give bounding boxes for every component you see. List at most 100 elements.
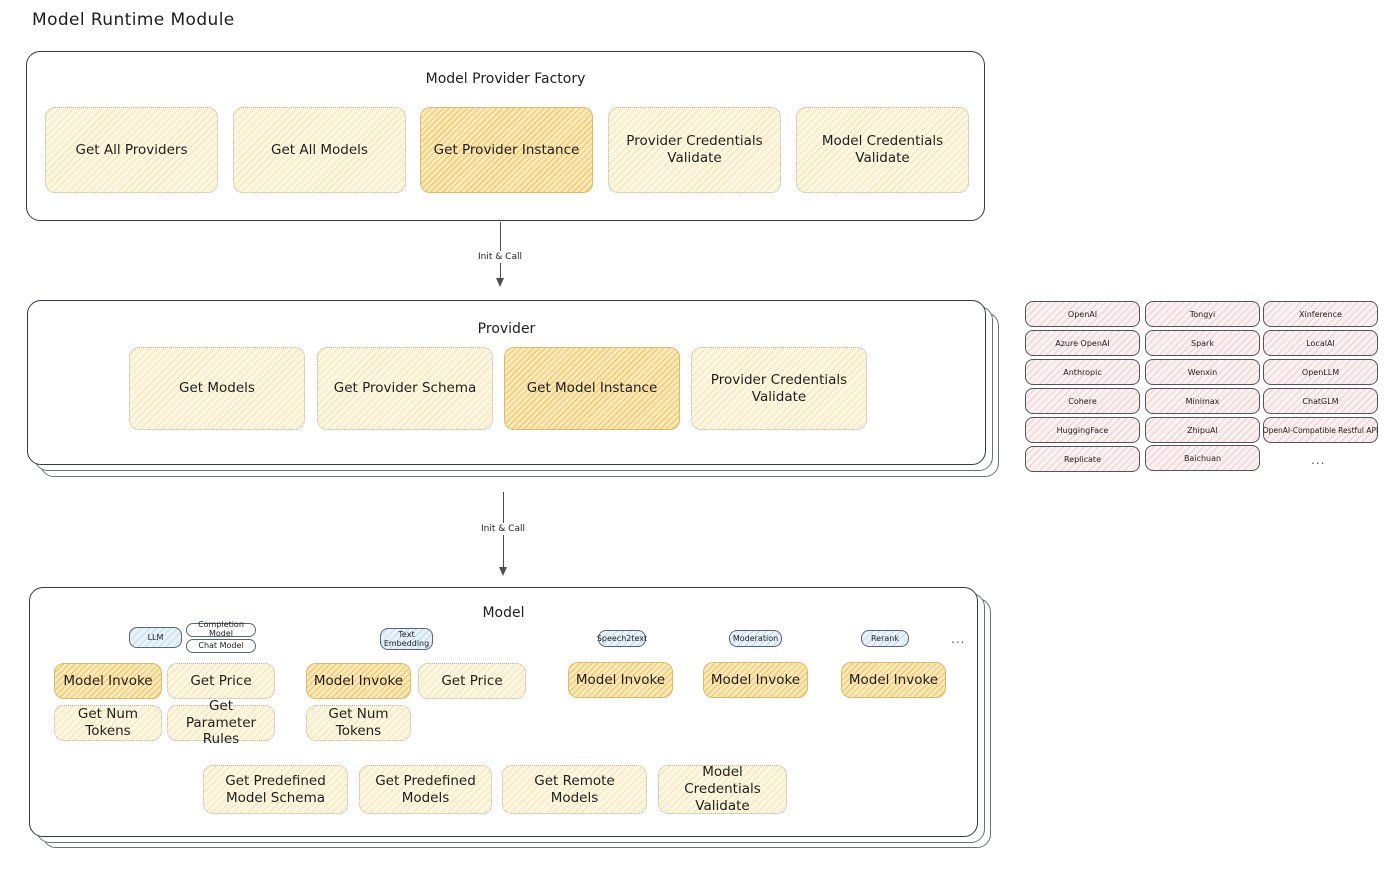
- factory-node-label: Get All Providers: [75, 141, 188, 158]
- model-type-label: LLM: [147, 632, 164, 642]
- model-title: Model: [482, 605, 525, 621]
- text-embedding-node-get-price[interactable]: Get Price: [418, 663, 526, 699]
- provider-node-label: Provider Credentials Validate: [710, 371, 848, 405]
- provider-chip-localai[interactable]: LocalAI: [1263, 330, 1378, 356]
- model-type-tag-completion-model[interactable]: Completion Model: [186, 620, 256, 638]
- model-node-model-credentials-validate[interactable]: Model Credentials Validate: [658, 764, 787, 814]
- rerank-node-model-invoke[interactable]: Model Invoke: [841, 662, 946, 698]
- arrow-provider-to-model-head: [498, 567, 507, 576]
- provider-chip-spark[interactable]: Spark: [1145, 330, 1260, 356]
- provider-chip-label: Azure OpenAI: [1055, 338, 1110, 348]
- provider-chip-openai-compatible-restful-api[interactable]: OpenAI-Compatible Restful API: [1263, 417, 1378, 443]
- model-type-tag-label: Completion Model: [198, 620, 244, 638]
- factory-node-get-all-providers[interactable]: Get All Providers: [45, 107, 218, 193]
- provider-chip-zhipuai[interactable]: ZhipuAI: [1145, 417, 1260, 443]
- provider-chip-label: Tongyi: [1189, 309, 1216, 319]
- text-embedding-node-get-num-tokens[interactable]: Get Num Tokens: [306, 705, 411, 741]
- provider-chip-xinference[interactable]: Xinference: [1263, 301, 1378, 327]
- provider-chip-label: Replicate: [1063, 454, 1101, 464]
- llm-node-get-price[interactable]: Get Price: [167, 663, 275, 699]
- provider-chip-label: OpenLLM: [1301, 367, 1340, 377]
- llm-node-get-num-tokens[interactable]: Get Num Tokens: [54, 705, 162, 741]
- moderation-node-label: Model Invoke: [710, 671, 801, 688]
- provider-chip-cohere[interactable]: Cohere: [1025, 388, 1140, 414]
- model-type-chip-moderation[interactable]: Moderation: [729, 630, 782, 647]
- model-node-label: Get Remote Models: [534, 772, 615, 806]
- model-node-get-predefined-models[interactable]: Get Predefined Models: [359, 765, 492, 814]
- provider-node-label: Get Models: [179, 380, 255, 397]
- provider-node-label: Get Model Instance: [526, 380, 658, 397]
- provider-title: Provider: [477, 321, 536, 337]
- llm-node-label: Get Parameter Rules: [185, 697, 257, 748]
- page-title: Model Runtime Module: [32, 10, 235, 30]
- model-provider-factory-title: Model Provider Factory: [425, 71, 586, 87]
- provider-chip-label: Spark: [1191, 338, 1214, 348]
- factory-node-label: Model Credentials Validate: [821, 133, 944, 166]
- arrow-provider-to-model-label: Init & Call: [477, 523, 529, 535]
- factory-node-get-all-models[interactable]: Get All Models: [233, 107, 406, 193]
- provider-chip-openllm[interactable]: OpenLLM: [1263, 359, 1378, 385]
- llm-node-label: Get Price: [190, 672, 252, 689]
- provider-chip-chatglm[interactable]: ChatGLM: [1263, 388, 1378, 414]
- speech2text-node-model-invoke[interactable]: Model Invoke: [568, 662, 673, 698]
- model-type-chip-text-embedding[interactable]: Text Embedding: [380, 628, 433, 650]
- provider-chip-label: HuggingFace: [1056, 425, 1109, 435]
- provider-chip-label: Anthropic: [1063, 367, 1102, 377]
- provider-chip-minimax[interactable]: Minimax: [1145, 388, 1260, 414]
- text-embedding-node-model-invoke[interactable]: Model Invoke: [306, 663, 411, 699]
- llm-node-label: Get Num Tokens: [77, 706, 139, 739]
- model-node-label: Model Credentials Validate: [684, 764, 761, 814]
- speech2text-node-label: Model Invoke: [575, 671, 666, 688]
- provider-chip-label: OpenAI-Compatible Restful API: [1262, 425, 1379, 435]
- provider-chip-label: OpenAI: [1067, 309, 1098, 319]
- model-type-label: Rerank: [870, 633, 899, 643]
- text-embedding-node-label: Get Num Tokens: [328, 706, 389, 739]
- model-type-chip-speech2text[interactable]: Speech2text: [597, 630, 647, 647]
- model-node-label: Get Predefined Models: [375, 772, 476, 806]
- factory-node-model-credentials-validate[interactable]: Model Credentials Validate: [796, 107, 969, 193]
- model-type-chip-rerank[interactable]: Rerank: [861, 630, 909, 647]
- model-node-get-remote-models[interactable]: Get Remote Models: [502, 765, 647, 814]
- provider-chip-azure-openai[interactable]: Azure OpenAI: [1025, 330, 1140, 356]
- model-type-tag-chat-model[interactable]: Chat Model: [186, 639, 256, 653]
- provider-chip-openai[interactable]: OpenAI: [1025, 301, 1140, 327]
- factory-node-label: Provider Credentials Validate: [626, 133, 763, 166]
- provider-chip-label: Minimax: [1185, 396, 1220, 406]
- factory-node-label: Get All Models: [271, 141, 368, 158]
- provider-chip-huggingface[interactable]: HuggingFace: [1025, 417, 1140, 443]
- provider-node-provider-credentials-validate[interactable]: Provider Credentials Validate: [691, 347, 867, 430]
- factory-node-get-provider-instance[interactable]: Get Provider Instance: [420, 107, 593, 193]
- model-type-chip-llm[interactable]: LLM: [129, 627, 182, 648]
- model-node-get-predefined-model-schema[interactable]: Get Predefined Model Schema: [203, 765, 348, 814]
- provider-node-get-model-instance[interactable]: Get Model Instance: [504, 347, 680, 430]
- model-node-label: Get Predefined Model Schema: [225, 772, 326, 806]
- provider-chip-wenxin[interactable]: Wenxin: [1145, 359, 1260, 385]
- model-types-more-ellipsis: ...: [951, 632, 966, 646]
- provider-node-get-provider-schema[interactable]: Get Provider Schema: [317, 347, 493, 430]
- arrow-factory-to-provider-head: [495, 278, 504, 287]
- provider-chip-label: Cohere: [1068, 396, 1097, 406]
- llm-node-model-invoke[interactable]: Model Invoke: [54, 663, 162, 699]
- model-type-label: Text Embedding: [383, 629, 430, 648]
- provider-chip-tongyi[interactable]: Tongyi: [1145, 301, 1260, 327]
- moderation-node-model-invoke[interactable]: Model Invoke: [703, 662, 808, 698]
- factory-node-label: Get Provider Instance: [433, 141, 580, 158]
- provider-chip-baichuan[interactable]: Baichuan: [1145, 445, 1260, 471]
- provider-chip-label: ZhipuAI: [1187, 425, 1218, 435]
- provider-node-get-models[interactable]: Get Models: [129, 347, 305, 430]
- text-embedding-node-label: Get Price: [441, 672, 503, 689]
- provider-chip-label: Wenxin: [1187, 367, 1218, 377]
- provider-chip-label: Xinference: [1299, 309, 1342, 319]
- provider-chip-anthropic[interactable]: Anthropic: [1025, 359, 1140, 385]
- provider-chip-replicate[interactable]: Replicate: [1025, 446, 1140, 472]
- provider-chip-label: ChatGLM: [1302, 396, 1339, 406]
- arrow-factory-to-provider-label: Init & Call: [474, 251, 526, 263]
- rerank-node-label: Model Invoke: [848, 671, 939, 688]
- llm-node-label: Model Invoke: [63, 672, 153, 689]
- provider-chip-label: LocalAI: [1306, 338, 1335, 348]
- provider-list-more-ellipsis: ...: [1311, 453, 1326, 467]
- llm-node-get-parameter-rules[interactable]: Get Parameter Rules: [167, 698, 275, 747]
- factory-node-provider-credentials-validate[interactable]: Provider Credentials Validate: [608, 107, 781, 193]
- text-embedding-node-label: Model Invoke: [313, 672, 404, 689]
